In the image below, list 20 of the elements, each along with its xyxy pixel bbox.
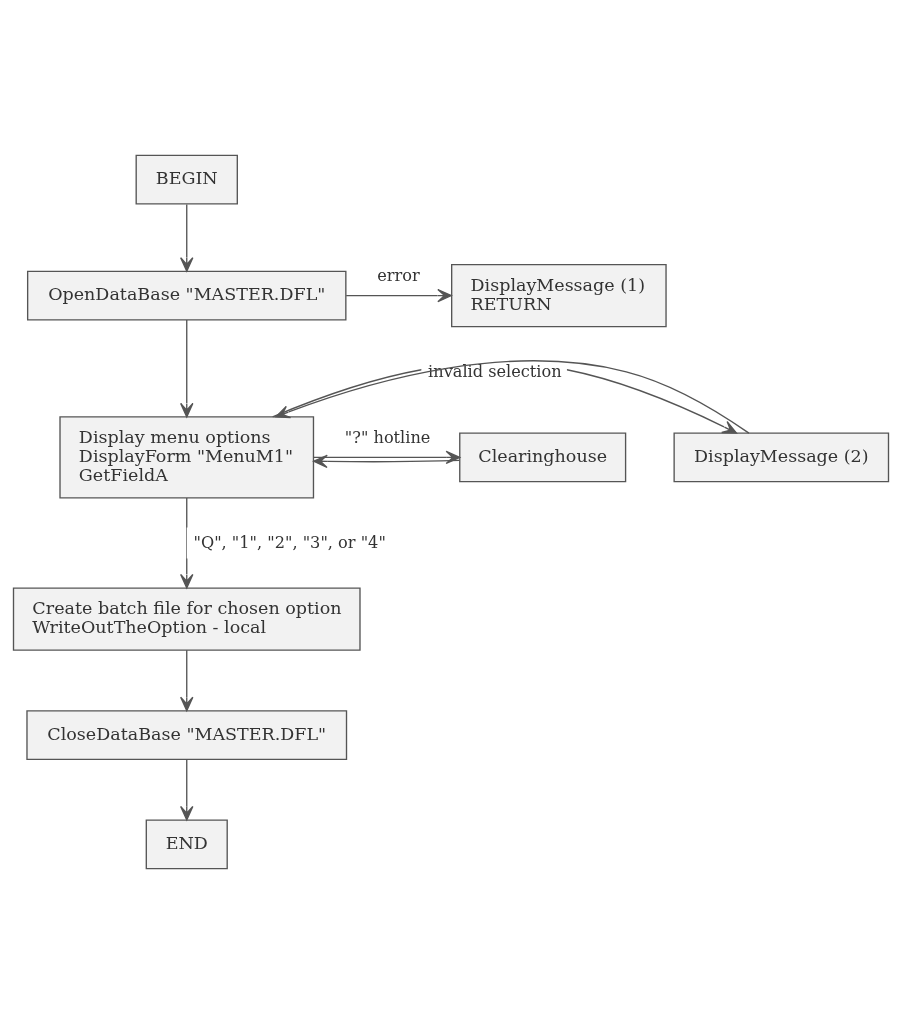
arrow [312,454,461,469]
arrow [180,497,194,589]
node-box: END [145,819,228,870]
edge-label: "?" hotline [344,427,431,447]
node-box: BEGIN [135,154,238,205]
node-box: CloseDataBase "MASTER.DFL" [26,710,348,761]
node-box: DisplayMessage (1) RETURN [451,263,667,328]
node-box: Clearinghouse [459,432,627,483]
edge-label: invalid selection [428,361,562,381]
arrow [180,758,194,821]
edge-label: "Q", "1", "2", "3", or "4" [193,532,386,552]
arrow [345,288,452,303]
arrow [180,649,194,712]
arrow [180,319,194,418]
edge-label: error [377,265,420,285]
node-box: OpenDataBase "MASTER.DFL" [27,270,347,321]
node-box: DisplayMessage (2) [673,432,890,483]
node-box: Create batch file for chosen option WriteOutTheOption - local [12,587,361,651]
arrow [180,203,194,272]
node-box: Display menu options DisplayForm "MenuM1" GetFieldA [59,416,315,499]
